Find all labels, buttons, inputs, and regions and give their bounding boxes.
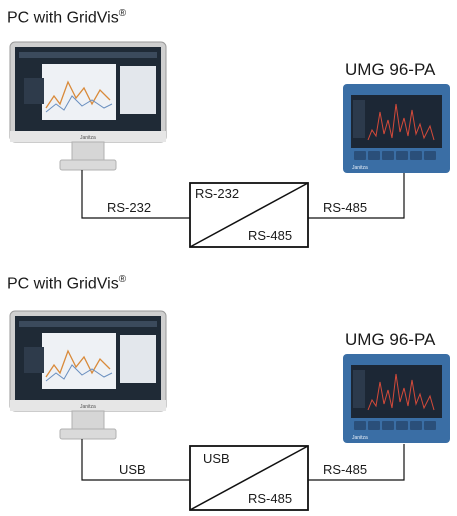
wire-right [308, 173, 405, 219]
diagram-panel-usb: PC with GridVis® Janitza [0, 258, 457, 516]
diagram-panel-rs232: PC with GridVis® Janitza [7, 8, 450, 248]
converter-output-label: RS-485 [248, 491, 293, 506]
umg-meter: Janitza [343, 354, 450, 443]
umg-meter: Janitza [343, 84, 450, 173]
device-label: UMG 96-PA [345, 60, 436, 79]
monitor-brand: Janitza [80, 404, 96, 410]
panel-title: PC with GridVis® [7, 274, 126, 293]
monitor-brand: Janitza [80, 135, 96, 141]
interface-converter [189, 445, 309, 511]
pc-monitor: Janitza [9, 310, 167, 440]
registered-mark: ® [118, 8, 127, 19]
wire-label-left: RS-232 [107, 200, 152, 215]
wire-left [81, 170, 190, 219]
chart-window [42, 333, 116, 389]
connection-diagram: Janitza Janitza [9, 310, 450, 511]
meter-display [351, 95, 442, 148]
chart-window [42, 64, 116, 120]
wire-left [81, 439, 190, 481]
converter-input-label: USB [203, 451, 230, 466]
panel-title: PC with GridVis® [7, 8, 126, 27]
wire-label-left: USB [119, 462, 146, 477]
pc-monitor: Janitza [9, 41, 167, 171]
converter-output-label: RS-485 [248, 228, 293, 243]
meter-brand: Janitza [352, 435, 368, 441]
meter-brand: Janitza [352, 165, 368, 171]
title-text: PC with GridVis [7, 275, 119, 293]
meter-display [351, 365, 442, 418]
wire-right [308, 444, 405, 481]
wire-label-right: RS-485 [323, 200, 368, 215]
registered-mark: ® [118, 274, 127, 285]
converter-input-label: RS-232 [195, 186, 240, 201]
device-label: UMG 96-PA [345, 330, 436, 349]
interface-converter [189, 182, 309, 248]
connection-diagram: Janitza [9, 41, 450, 248]
title-text: PC with GridVis [7, 9, 119, 27]
wire-label-right: RS-485 [323, 462, 368, 477]
